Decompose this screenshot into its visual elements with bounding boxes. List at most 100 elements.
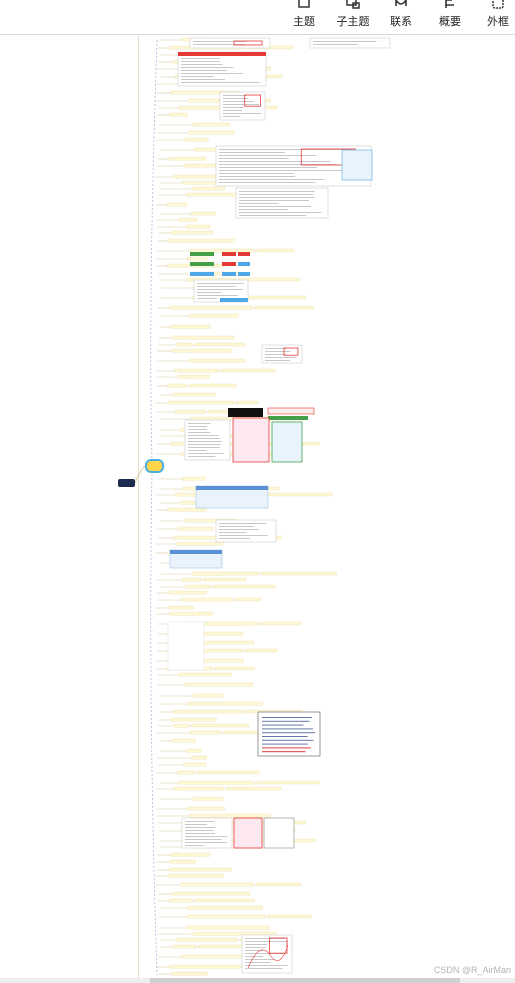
mindmap-toolbar: 主题 子主题 联系 概要 外框 [0, 0, 515, 35]
top-note-block [189, 37, 271, 49]
boundary-tool-button[interactable]: 外框 [478, 0, 515, 34]
red-text-note-text-line [265, 360, 291, 361]
subtopic-box [194, 342, 246, 347]
code-block-text-line [188, 432, 211, 433]
list-note-block-text-line [239, 215, 307, 216]
code-image-block-text-line [223, 107, 244, 108]
red-text-note-text-line [265, 348, 286, 349]
process-diagram-block-text-line [219, 149, 353, 150]
subtopic-box [181, 597, 233, 602]
summary-tool-button[interactable]: 概要 [430, 0, 470, 34]
subtopic-box [189, 813, 271, 818]
boundary-tool-label: 外框 [487, 16, 509, 28]
code-block-text-line [188, 429, 207, 430]
screenshot-block-1-text-line [185, 839, 222, 840]
main-topic-node[interactable] [145, 459, 164, 473]
code-block-text-line [188, 447, 220, 448]
flow-diagram-block-text-line [197, 289, 243, 290]
red-flow-box [238, 252, 250, 256]
subtopic-box [191, 755, 207, 760]
process-diagram-block-text-line [219, 170, 361, 171]
blue-label-bar [220, 298, 248, 302]
subtopic-box [226, 786, 282, 791]
screenshot-block-1-text-line [185, 821, 215, 822]
graph-image-block-text-line [245, 953, 284, 954]
text-note-block-text-line [219, 538, 251, 539]
subtopic-box [192, 796, 224, 801]
process-diagram-block-text-line [219, 152, 285, 153]
graph-image-block-text-line [245, 968, 283, 969]
text-note-block-text-line [219, 532, 247, 533]
subtopic-box [235, 597, 261, 602]
checklist-block [167, 621, 205, 671]
list-note-block-text-line [239, 206, 312, 207]
diagram-box [341, 149, 373, 181]
canvas-divider [138, 35, 139, 978]
subtopic-box [177, 770, 195, 775]
subtopic-box [192, 122, 230, 127]
subtopic-box [191, 723, 249, 728]
subtopic-box [183, 762, 207, 767]
text-note-block [215, 519, 277, 543]
process-diagram-block-text-line [219, 167, 317, 168]
red-flow-box [222, 262, 236, 266]
list-note-block-text-line [239, 197, 315, 198]
subtopic-icon [346, 0, 360, 9]
grey-screenshot-block [263, 817, 295, 849]
subtopic-box [185, 584, 210, 589]
subtopic-box [169, 867, 232, 872]
code-block-text-line [188, 435, 219, 436]
code-image-block-text-line [223, 113, 262, 114]
table-block-1 [177, 51, 267, 87]
subtopic-box [171, 348, 233, 353]
subtopic-box [169, 112, 188, 117]
subtopic-box [256, 780, 320, 785]
flow-diagram-block-text-line [197, 295, 238, 296]
code-block-text-line [188, 423, 211, 424]
screenshot-block-1-text-line [185, 842, 228, 843]
graph-image-block-text-line [245, 947, 266, 948]
top-note-block-text-line [193, 41, 248, 42]
subtopic-box [168, 873, 224, 878]
process-diagram-block-text-line [219, 155, 317, 156]
screenshot-block-1-text-line [185, 845, 204, 846]
subtopic-box [170, 717, 217, 722]
process-diagram-block-text-line [219, 182, 316, 183]
numbered-notes-block [257, 711, 321, 757]
subtopic-box [186, 925, 270, 930]
central-root-topic[interactable] [118, 479, 135, 487]
subtopic-box [187, 256, 208, 261]
relationship-tool-button[interactable]: 联系 [381, 0, 421, 34]
screenshot-block-1-text-line [185, 836, 228, 837]
subtopic-tool-button[interactable]: 子主题 [333, 0, 373, 34]
subtopic-box [247, 295, 307, 300]
horizontal-scrollbar[interactable] [0, 978, 515, 983]
list-note-block-text-line [239, 209, 288, 210]
process-diagram-block-text-line [219, 161, 331, 162]
scrollbar-thumb[interactable] [150, 978, 460, 983]
table-block-1-text-line [181, 76, 214, 77]
numbered-note-line [262, 720, 310, 722]
subtopic-box [192, 693, 224, 698]
subtopic-box [195, 898, 255, 903]
process-diagram-block-text-line [219, 176, 296, 177]
subtopic-box [173, 944, 196, 949]
table-block-1-text-line [181, 61, 220, 62]
graph-image-block-text-line [245, 944, 268, 945]
subtopic-box [167, 507, 207, 512]
topic-tool-button[interactable]: 主题 [284, 0, 324, 34]
subtopic-box [186, 806, 225, 811]
subtopic-box [188, 98, 220, 103]
blue-table-header [196, 486, 268, 490]
subtopic-box [256, 882, 301, 887]
numbered-note-line [262, 747, 311, 749]
subtopic-box [177, 374, 210, 379]
subtopic-box [175, 342, 192, 347]
subtopic-box [173, 723, 189, 728]
subtopic-box [261, 571, 337, 576]
table-block-1-text-line [181, 70, 228, 71]
text-note-block-text-line [219, 526, 255, 527]
subtopic-box [192, 571, 259, 576]
flow-diagram-block-text-line [197, 298, 217, 299]
